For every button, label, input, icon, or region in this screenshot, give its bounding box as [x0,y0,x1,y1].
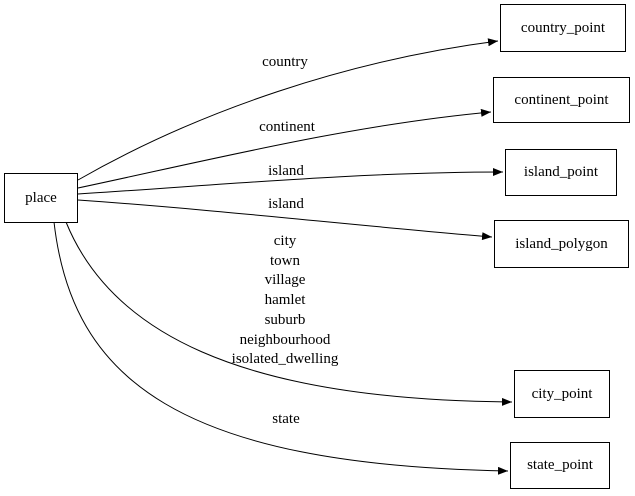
edge-place-island_point [77,168,504,195]
node-island_point: island_point [505,149,617,196]
node-state_point: state_point [510,442,610,489]
edge-place-city_point [65,221,513,406]
node-label-country_point: country_point [520,19,606,36]
node-country_point: country_point [500,4,626,52]
node-continent_point: continent_point [493,77,630,123]
node-label-city_point: city_point [531,385,593,402]
edge-label-place-island_point: island [268,163,304,180]
edge-place-state_point [53,221,509,475]
node-label-place: place [25,189,57,206]
node-place: place [4,173,78,223]
edge-label-place-island_polygon: island [268,196,304,213]
edge-label-place-state_point: state [272,411,300,428]
node-island_polygon: island_polygon [494,220,629,268]
node-label-island_point: island_point [523,164,599,180]
node-city_point: city_point [514,370,610,418]
edge-label-place-continent_point: continent [259,119,315,136]
edge-place-continent_point [77,108,492,189]
node-label-state_point: state_point [527,457,593,473]
edge-place-country_point [77,38,499,181]
edge-label-place-country_point: country [262,54,308,71]
edge-place-island_polygon [77,199,493,241]
edge-label-place-city_point: city town village hamlet suburb neighbou… [231,233,339,368]
node-label-continent_point: continent_point [514,91,609,108]
node-label-island_polygon: island_polygon [515,235,608,252]
